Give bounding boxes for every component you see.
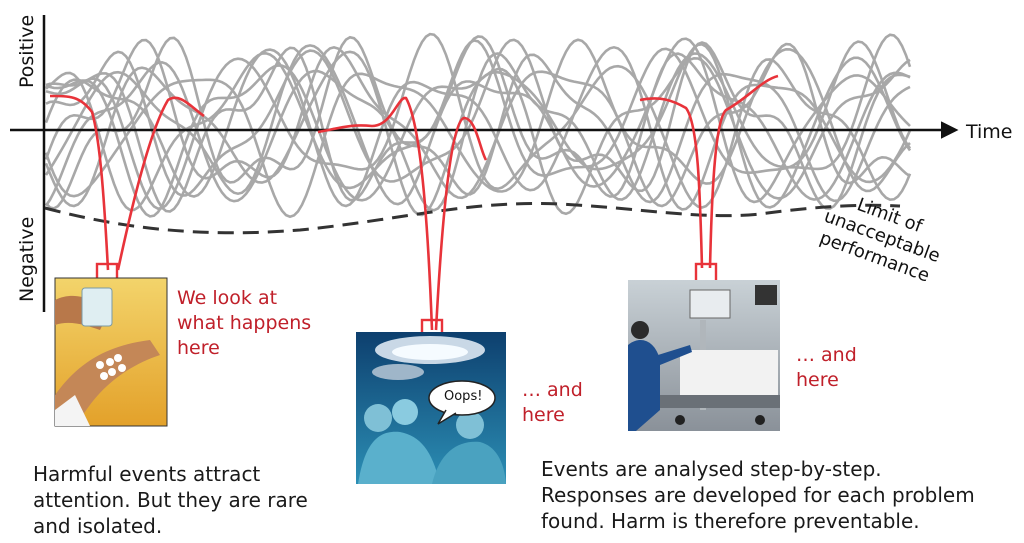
variability-curve xyxy=(44,45,912,211)
variability-curve xyxy=(44,38,911,208)
photo-operating-room xyxy=(356,332,506,484)
callout-third: … and here xyxy=(796,344,857,391)
variability-curve xyxy=(45,35,911,210)
callout-second: … and here xyxy=(522,379,583,426)
event-marker-3 xyxy=(694,262,718,284)
caption-right: Events are analysed step-by-step. Respon… xyxy=(541,457,975,533)
event-path-2 xyxy=(317,96,488,331)
speech-bubble-text: Oops! xyxy=(444,389,483,404)
variability-curve xyxy=(44,38,911,219)
performance-curves xyxy=(44,32,912,219)
event-path-3 xyxy=(639,74,779,269)
callout-first: We look at what happens here xyxy=(177,287,312,359)
photo-icu-bed xyxy=(628,280,780,431)
y-axis-label-positive: Positive xyxy=(16,14,38,88)
limit-dashed-line xyxy=(44,202,901,235)
x-axis-label-time: Time xyxy=(966,121,1013,143)
variability-curve xyxy=(45,32,912,211)
speech-bubble xyxy=(428,380,496,416)
caption-left: Harmful events attract attention. But th… xyxy=(33,462,308,538)
variability-curve xyxy=(45,39,912,213)
photo-pills-hands xyxy=(54,277,168,427)
y-axis-label-negative: Negative xyxy=(16,216,38,302)
event-path-1 xyxy=(49,94,205,271)
